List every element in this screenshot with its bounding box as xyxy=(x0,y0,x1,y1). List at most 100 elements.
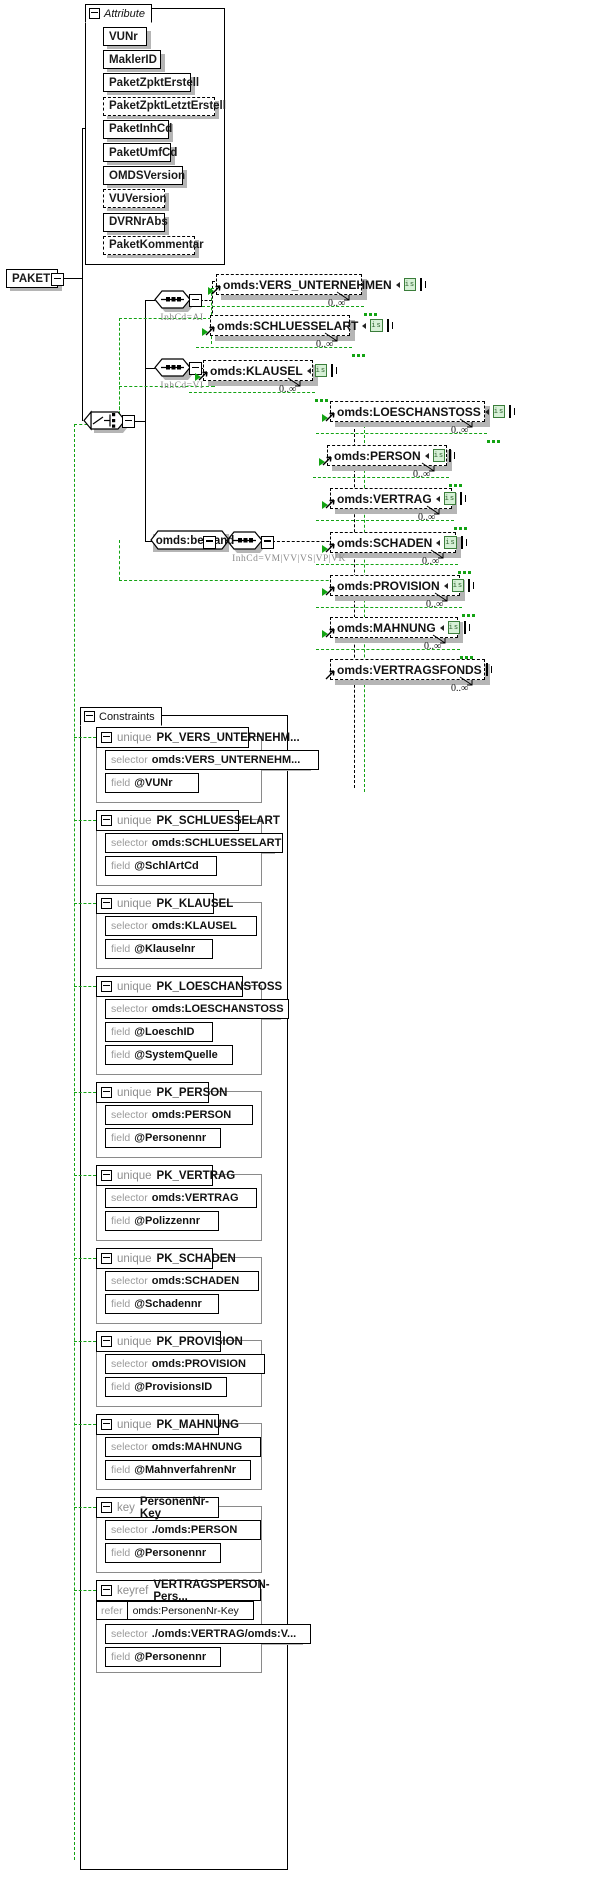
constraint-field-row[interactable]: field@Personennr xyxy=(105,1128,221,1148)
constraints-group-tab[interactable]: Constraints xyxy=(80,707,162,726)
bestand-group-handle[interactable] xyxy=(203,535,216,549)
expand-icon[interactable] xyxy=(468,579,475,592)
collapse-icon[interactable] xyxy=(101,1336,112,1347)
expand-icon[interactable] xyxy=(509,405,516,418)
attribute-vunr[interactable]: VUNr xyxy=(103,27,147,46)
sequence-ai-handle[interactable] xyxy=(189,294,202,307)
green-branch-vi xyxy=(119,386,214,387)
attribute-label: VUVersion xyxy=(109,192,167,205)
collapse-icon[interactable] xyxy=(101,981,112,992)
sequence-compositor-bestand[interactable] xyxy=(224,530,270,553)
constraint-selector-row[interactable]: selector./omds:VERTRAG/omds:V... xyxy=(105,1624,311,1644)
constraint-field-row[interactable]: field@ProvisionsID xyxy=(105,1377,227,1397)
expand-icon[interactable] xyxy=(386,319,393,332)
attribute-paketinhcd[interactable]: PaketInhCd xyxy=(103,119,172,139)
expand-icon[interactable] xyxy=(485,663,492,676)
attribute-paketumfcd[interactable]: PaketUmfCd xyxy=(103,143,177,162)
constraint-field-row[interactable]: field@Klauselnr xyxy=(105,939,213,959)
collapse-icon[interactable] xyxy=(101,1253,112,1264)
collapse-icon[interactable] xyxy=(101,732,112,743)
constraint-field-row[interactable]: field@VUNr xyxy=(105,773,199,793)
sequence-compositor-ai[interactable] xyxy=(152,289,198,312)
constraint-field-row[interactable]: field@Polizzennr xyxy=(105,1211,219,1231)
attribute-vuversion[interactable]: VUVersion xyxy=(103,189,167,209)
constraint-field-row[interactable]: field@Schadennr xyxy=(105,1294,219,1314)
constraint-selector-row[interactable]: selector./omds:PERSON xyxy=(105,1520,261,1540)
green-trunk-vertical xyxy=(74,424,75,1860)
expand-icon[interactable] xyxy=(464,621,471,634)
collapse-icon[interactable] xyxy=(101,1087,112,1098)
sequence-bestand-handle[interactable] xyxy=(261,535,274,549)
collapse-icon[interactable] xyxy=(101,1502,112,1513)
expand-icon[interactable] xyxy=(449,449,456,462)
expand-icon[interactable] xyxy=(331,364,338,377)
constraint-field-row[interactable]: field@Personennr xyxy=(105,1543,221,1563)
repeat-marker-icon xyxy=(434,590,450,602)
constraint-field-row[interactable]: field@Personennr xyxy=(105,1647,221,1667)
attribute-omdsversion[interactable]: OMDSVersion xyxy=(103,166,185,186)
collapse-icon[interactable] xyxy=(101,898,112,909)
expand-icon[interactable] xyxy=(420,278,427,291)
constraint-field-row[interactable]: field@SystemQuelle xyxy=(105,1045,233,1065)
constraint-kind: key xyxy=(117,1501,135,1514)
attribute-group-tab[interactable]: Attribute xyxy=(85,4,152,23)
collapse-icon[interactable] xyxy=(101,1419,112,1430)
collapse-icon[interactable] xyxy=(101,1585,112,1596)
constraint-link-arrow-icon xyxy=(322,414,328,422)
collapse-icon[interactable] xyxy=(101,815,112,826)
constraint-field-row[interactable]: field@SchlArtCd xyxy=(105,856,217,876)
attribute-paketkommentar[interactable]: PaketKommentar xyxy=(103,235,204,255)
choice-expander-handle[interactable] xyxy=(122,415,135,428)
attribute-dvrnrabs[interactable]: DVRNrAbs xyxy=(103,212,168,232)
collapse-icon[interactable] xyxy=(101,1170,112,1181)
row-key: field xyxy=(111,1651,131,1663)
attribute-paketzpktletzterstell[interactable]: PaketZpktLetztErstell xyxy=(103,96,226,116)
paket-expander-handle[interactable] xyxy=(51,273,64,286)
root-element-paket[interactable]: PAKET xyxy=(6,269,58,288)
collapse-icon[interactable] xyxy=(84,711,95,722)
sequence-compositor-vi[interactable] xyxy=(152,357,198,380)
root-element-label: PAKET xyxy=(12,272,51,285)
expand-icon[interactable] xyxy=(460,492,467,505)
collapse-icon[interactable] xyxy=(89,8,100,19)
constraint-field-row[interactable]: field@LoeschID xyxy=(105,1022,213,1042)
row-value: @Polizzennr xyxy=(134,1215,200,1227)
attribute-maklerid[interactable]: MaklerID xyxy=(103,50,161,70)
expand-icon[interactable] xyxy=(460,536,467,549)
row-key: field xyxy=(111,1547,131,1559)
constraint-link-arrow-icon xyxy=(202,328,208,336)
choice-compositor[interactable] xyxy=(82,410,132,433)
attribute-paketzpkterstell[interactable]: PaketZpktErstell xyxy=(103,73,199,93)
constraint-field-row[interactable]: field@MahnverfahrenNr xyxy=(105,1460,251,1480)
element-omds-vertragsfonds[interactable]: omds:VERTRAGSFONDS xyxy=(330,659,492,680)
